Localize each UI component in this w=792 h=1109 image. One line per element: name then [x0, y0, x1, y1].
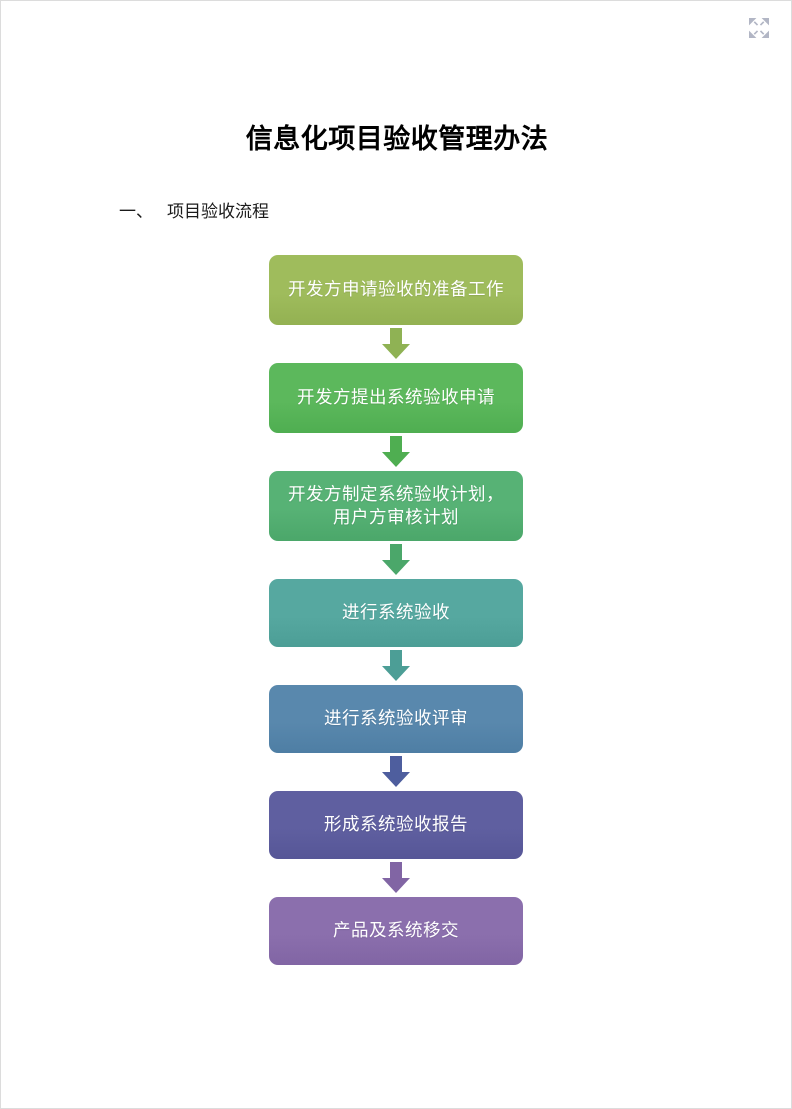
section-label: 项目验收流程	[167, 202, 269, 221]
flow-node-1[interactable]: 开发方申请验收的准备工作	[269, 255, 523, 325]
page-title: 信息化项目验收管理办法	[245, 124, 549, 154]
flow-arrow-1	[269, 325, 523, 363]
flow-arrow-3	[269, 541, 523, 579]
flow-node-label: 产品及系统移交	[333, 920, 459, 941]
flow-arrow-4	[269, 647, 523, 685]
flow-arrow-2	[269, 433, 523, 471]
flow-node-2[interactable]: 开发方提出系统验收申请	[269, 363, 523, 433]
flow-node-5[interactable]: 进行系统验收评审	[269, 685, 523, 753]
flow-arrow-6	[269, 859, 523, 897]
process-flowchart: 开发方申请验收的准备工作开发方提出系统验收申请开发方制定系统验收计划，用户方审核…	[269, 255, 523, 965]
flow-node-label: 开发方提出系统验收申请	[297, 387, 495, 408]
flow-arrow-5	[269, 753, 523, 791]
flow-node-7[interactable]: 产品及系统移交	[269, 897, 523, 965]
flow-node-4[interactable]: 进行系统验收	[269, 579, 523, 647]
flow-node-label: 开发方申请验收的准备工作	[288, 279, 504, 300]
collapse-arrows-icon[interactable]	[748, 17, 770, 39]
flow-node-label: 进行系统验收	[342, 602, 450, 623]
flow-node-3[interactable]: 开发方制定系统验收计划，用户方审核计划	[269, 471, 523, 541]
flow-node-label: 形成系统验收报告	[324, 814, 468, 835]
section-number: 一、	[119, 202, 153, 221]
flow-node-label: 进行系统验收评审	[324, 708, 468, 729]
flow-node-6[interactable]: 形成系统验收报告	[269, 791, 523, 859]
flow-node-label: 开发方制定系统验收计划，用户方审核计划	[288, 483, 504, 527]
section-heading: 一、项目验收流程	[119, 197, 269, 222]
